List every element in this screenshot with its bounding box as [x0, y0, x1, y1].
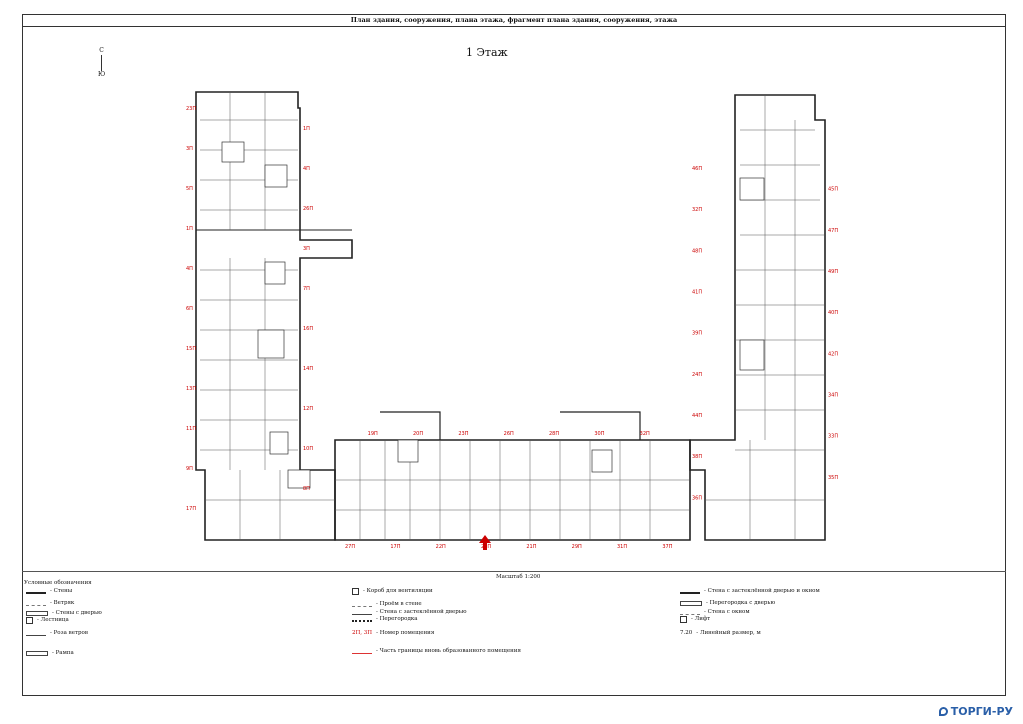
room-label: 29П — [572, 544, 582, 550]
room-label: 36П — [692, 495, 702, 501]
room-label: 3П — [303, 246, 310, 252]
legend-item-boundary: - Часть границы вновь образованного поме… — [352, 648, 521, 655]
room-label: 16П — [303, 326, 313, 332]
room-label: 49П — [828, 269, 838, 275]
room-label: 19П — [368, 431, 378, 437]
room-label: 15П — [186, 346, 196, 352]
room-label: 48П — [692, 248, 702, 254]
legend-item-window-wall: - Стена с окном — [680, 609, 750, 616]
room-label: 32П — [640, 431, 650, 437]
room-label: 10П — [303, 446, 313, 452]
legend-item-glass-wall: - Стена с застеклённой дверью — [352, 609, 467, 616]
entrance-arrow-icon — [479, 535, 491, 550]
floor-title: 1 Этаж — [466, 46, 508, 59]
room-label: 7П — [303, 286, 310, 292]
room-label: 26П — [504, 431, 514, 437]
room-label: 32П — [692, 207, 702, 213]
room-label: 8П — [303, 486, 310, 492]
room-label: 11П — [186, 426, 196, 432]
legend-item-opening: - Проём в стене — [352, 601, 422, 608]
room-label: 12П — [303, 406, 313, 412]
drawing-frame — [22, 14, 1006, 696]
scale-label: Масштаб 1:200 — [496, 574, 541, 580]
room-label: 26П — [303, 206, 313, 212]
south-label: Ю — [98, 71, 106, 78]
room-label: 27П — [345, 544, 355, 550]
room-label: 23П — [458, 431, 468, 437]
room-label: 30П — [594, 431, 604, 437]
room-label: 9П — [186, 466, 193, 472]
north-arrow-icon: С Ю — [98, 48, 105, 78]
room-label: 21П — [526, 544, 536, 550]
room-label: 1П — [303, 126, 310, 132]
legend-item-partition-door: - Перегородка с дверью — [680, 600, 775, 607]
room-label: 13П — [186, 386, 196, 392]
room-label: 35П — [828, 475, 838, 481]
room-label: 41П — [692, 290, 702, 296]
legend-item-partition: - Перегородка — [352, 616, 418, 623]
room-label: 17П — [186, 506, 196, 512]
room-label: 45П — [828, 187, 838, 193]
room-label: 4П — [186, 266, 193, 272]
watermark-logo: ТОРГИ-РУ — [938, 705, 1013, 718]
drawing-title: План здания, сооружения, плана этажа, фр… — [22, 14, 1006, 27]
legend-item-dimension: 7.20- Линейный размер, м — [680, 630, 761, 636]
room-label: 24П — [692, 372, 702, 378]
legend-item-duct: - Короб для вентиляции — [352, 588, 433, 595]
legend-item-vent: - Ветряк — [26, 600, 74, 607]
room-label: 6П — [186, 306, 193, 312]
north-label: С — [99, 47, 104, 54]
legend-title: Условные обозначения — [24, 580, 92, 586]
room-label: 31П — [617, 544, 627, 550]
legend-item-wall: - Стены — [26, 588, 72, 595]
room-label: 46П — [692, 166, 702, 172]
room-label: 34П — [828, 392, 838, 398]
room-label: 22П — [436, 544, 446, 550]
room-label: 37П — [662, 544, 672, 550]
room-label: 14П — [303, 366, 313, 372]
room-label: 40П — [828, 310, 838, 316]
room-label: 23П — [186, 106, 196, 112]
legend-item-lift: - Лифт — [680, 616, 710, 623]
room-label: 25П — [481, 544, 491, 550]
room-label: 38П — [692, 454, 702, 460]
room-label: 17П — [390, 544, 400, 550]
legend-item-wind: - Роза ветров — [26, 630, 88, 637]
room-label: 33П — [828, 434, 838, 440]
legend-item-stairs: - Лестница — [26, 617, 69, 624]
room-label: 3П — [186, 146, 193, 152]
legend-item-room-number: 2П, 3П- Номер помещения — [352, 630, 435, 636]
legend-divider — [22, 571, 1006, 572]
room-label: 47П — [828, 228, 838, 234]
room-label: 5П — [186, 186, 193, 192]
room-label: 42П — [828, 351, 838, 357]
room-label: 39П — [692, 331, 702, 337]
torgi-logo-icon — [938, 707, 948, 716]
room-label: 20П — [413, 431, 423, 437]
legend-item-door: - Стены с дверью — [26, 610, 102, 617]
legend-item-ramp: - Рампа — [26, 650, 74, 657]
room-label: 1П — [186, 226, 193, 232]
room-label: 4П — [303, 166, 310, 172]
room-label: 28П — [549, 431, 559, 437]
room-label: 44П — [692, 413, 702, 419]
legend-item-glass-door-window: - Стена с застеклённой дверью и окном — [680, 588, 820, 595]
